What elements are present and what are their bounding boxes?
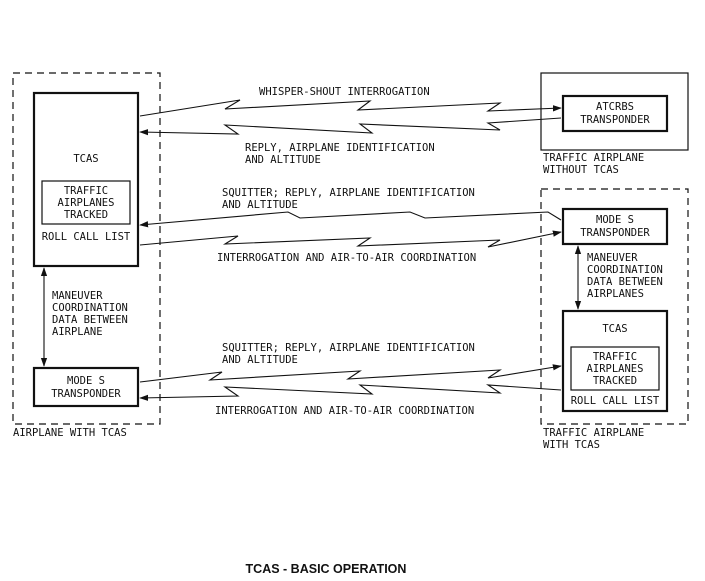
traffic-tracked-box — [570, 346, 660, 391]
own-tcas-title: TCAS — [73, 153, 98, 165]
own-tcas-box — [32, 91, 140, 268]
traffic-no-tcas-region — [540, 72, 689, 151]
own-mode-s-transponder-box — [32, 366, 140, 408]
atcrbs-reply-line-2: AND ALTITUDE — [245, 154, 321, 166]
own-tracked-line-3: TRACKED — [64, 209, 108, 221]
interrogation-upper-signal — [139, 230, 562, 248]
traffic-maneuver-line-2: COORDINATION — [587, 264, 663, 276]
squitter-lower-line-2: AND ALTITUDE — [222, 354, 298, 366]
own-roll-call-list: ROLL CALL LIST — [42, 231, 131, 243]
atcrbs-transponder-box — [561, 94, 669, 133]
interrogation-upper-label: INTERROGATION AND AIR-TO-AIR COORDINATIO… — [217, 252, 476, 264]
traffic-tracked-line-2: AIRPLANES — [587, 363, 644, 375]
figure-title: TCAS - BASIC OPERATION — [246, 562, 407, 576]
atcrbs-reply-line-1: REPLY, AIRPLANE IDENTIFICATION — [245, 142, 435, 154]
traffic-transponder-line-2: TRANSPONDER — [580, 227, 650, 239]
own-maneuver-line-2: COORDINATION — [52, 302, 128, 314]
traffic-with-tcas-label-2: WITH TCAS — [543, 439, 600, 451]
atcrbs-line-2: TRANSPONDER — [580, 114, 650, 126]
squitter-upper-signal — [139, 211, 562, 228]
traffic-maneuver-line-4: AIRPLANES — [587, 288, 644, 300]
own-transponder-line-1: MODE S — [67, 375, 105, 387]
whisper-shout-signal — [139, 99, 562, 117]
own-maneuver-line-4: AIRPLANE — [52, 326, 103, 338]
squitter-lower-line-1: SQUITTER; REPLY, AIRPLANE IDENTIFICATION — [222, 342, 475, 354]
atcrbs-reply-signal — [139, 117, 562, 136]
squitter-upper-line-1: SQUITTER; REPLY, AIRPLANE IDENTIFICATION — [222, 187, 475, 199]
own-airplane-label: AIRPLANE WITH TCAS — [13, 427, 127, 439]
own-transponder-line-2: TRANSPONDER — [51, 388, 121, 400]
traffic-tcas-box — [561, 309, 669, 413]
own-maneuver-line-1: MANEUVER — [52, 290, 103, 302]
own-tracked-line-1: TRAFFIC — [64, 185, 108, 197]
traffic-tcas-title: TCAS — [602, 323, 627, 335]
traffic-mode-s-transponder-box — [561, 207, 669, 246]
own-maneuver-line-3: DATA BETWEEN — [52, 314, 128, 326]
squitter-lower-signal — [139, 364, 562, 383]
atcrbs-line-1: ATCRBS — [596, 101, 634, 113]
traffic-roll-call-list: ROLL CALL LIST — [571, 395, 660, 407]
own-tracked-box — [41, 180, 131, 225]
traffic-transponder-line-1: MODE S — [596, 214, 634, 226]
own-tracked-line-2: AIRPLANES — [58, 197, 115, 209]
traffic-maneuver-line-1: MANEUVER — [587, 252, 638, 264]
traffic-no-tcas-label-2: WITHOUT TCAS — [543, 164, 619, 176]
traffic-no-tcas-label-1: TRAFFIC AIRPLANE — [543, 152, 644, 164]
interrogation-lower-signal — [139, 384, 562, 401]
traffic-maneuver-line-3: DATA BETWEEN — [587, 276, 663, 288]
traffic-with-tcas-region — [540, 188, 689, 425]
own-airplane-region — [12, 72, 161, 425]
traffic-with-tcas-label-1: TRAFFIC AIRPLANE — [543, 427, 644, 439]
whisper-shout-label: WHISPER-SHOUT INTERROGATION — [259, 86, 430, 98]
squitter-upper-line-2: AND ALTITUDE — [222, 199, 298, 211]
traffic-tracked-line-1: TRAFFIC — [593, 351, 637, 363]
traffic-tracked-line-3: TRACKED — [593, 375, 637, 387]
interrogation-lower-label: INTERROGATION AND AIR-TO-AIR COORDINATIO… — [215, 405, 474, 417]
